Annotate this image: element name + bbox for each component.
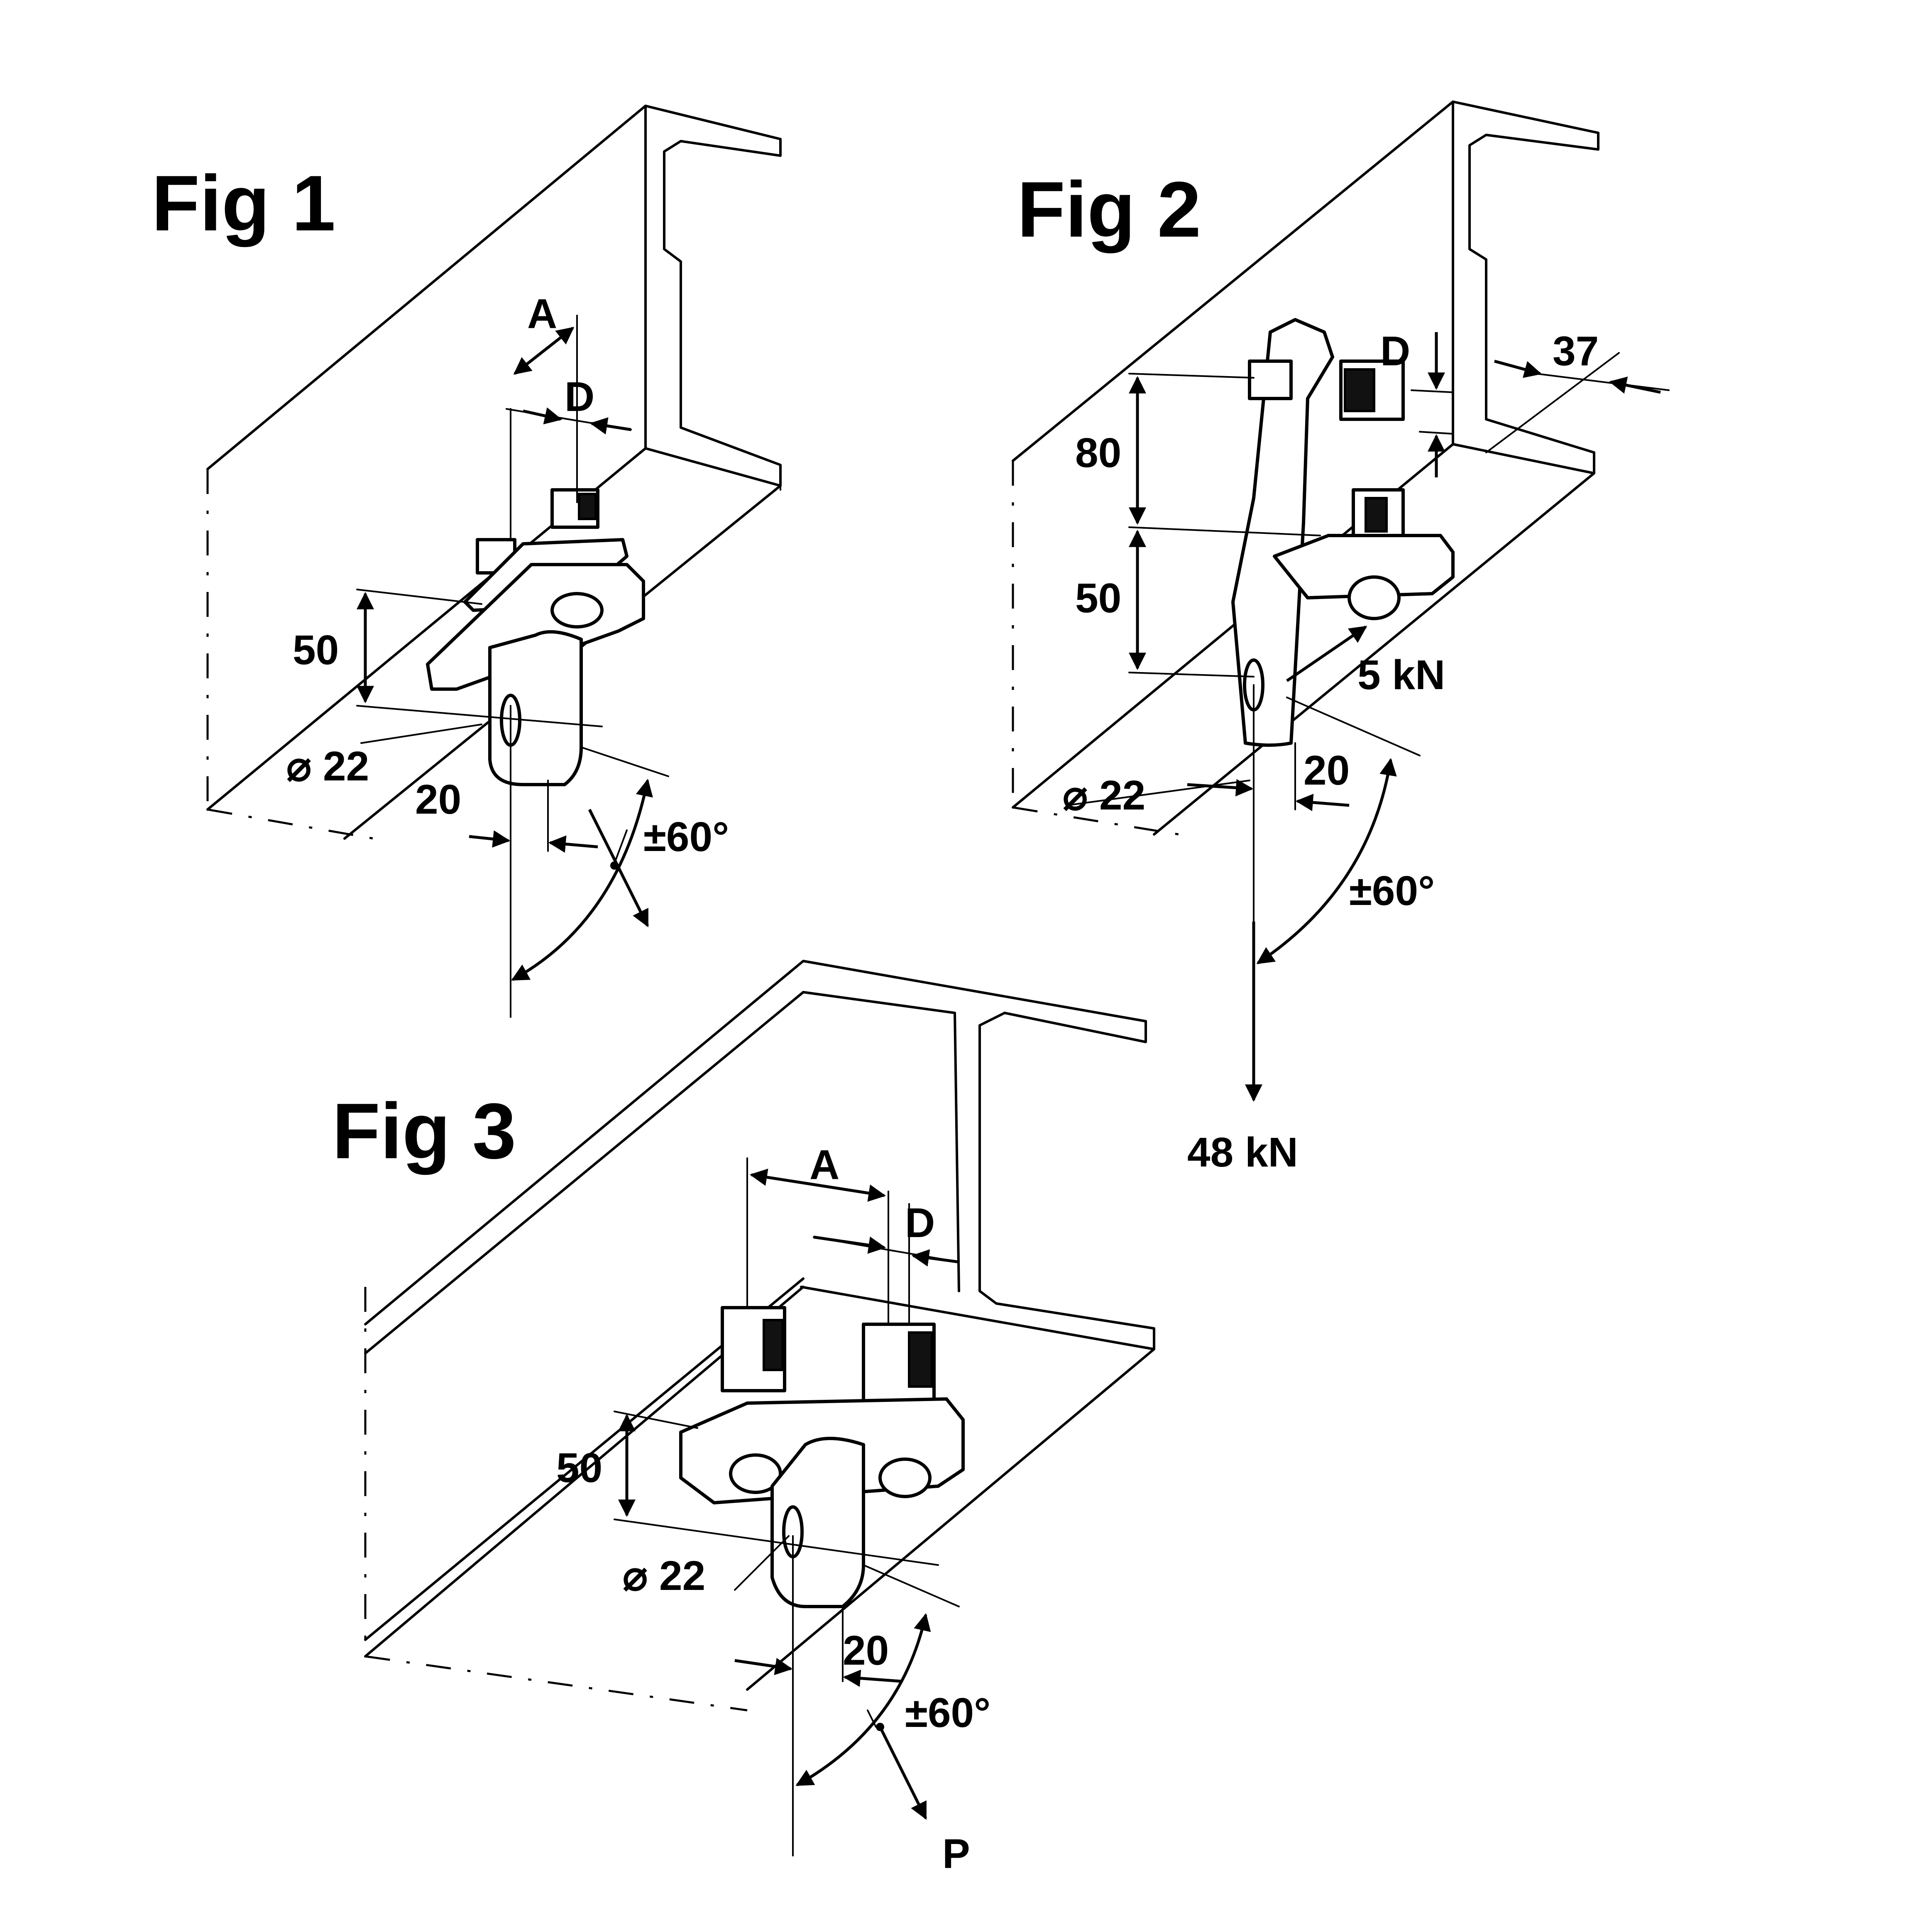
fig2-label-side-load: 5 kN — [1357, 652, 1445, 698]
fig3-label-height: 50 — [556, 1445, 602, 1491]
fig2-label-diameter: ⌀ 22 — [1063, 772, 1145, 819]
fig1-label-diameter: ⌀ 22 — [286, 743, 369, 790]
fig2-title: Fig 2 — [1017, 166, 1201, 254]
fig3-label-angle: ±60° — [905, 1690, 990, 1736]
figure-1: Fig 1 — [152, 105, 782, 1018]
fig2-label-lower: 50 — [1075, 575, 1121, 621]
fig2-label-angle: ±60° — [1349, 868, 1435, 914]
fig3-dimensions: A D 50 ⌀ 22 20 ±60° P — [556, 1142, 990, 1877]
fig2-dimensions: D 37 80 50 5 kN ⌀ 22 20 ±60° 48 kN — [1063, 328, 1670, 1176]
fig1-label-d: D — [565, 374, 594, 420]
fig1-bracket — [426, 488, 645, 786]
fig3-label-offset: 20 — [843, 1627, 889, 1674]
fig2-label-upper: 80 — [1075, 430, 1121, 476]
fig2-label-width: 37 — [1553, 328, 1599, 374]
fig1-dimensions: A D 50 ⌀ 22 20 ±60° — [286, 291, 729, 1018]
fig3-label-d: D — [905, 1200, 935, 1246]
fig1-label-offset: 20 — [415, 776, 461, 823]
fig2-arm-nut — [1248, 359, 1293, 400]
fig2-base-plate — [1273, 534, 1455, 599]
fig3-label-a: A — [809, 1142, 839, 1188]
fig2-beam — [1012, 100, 1599, 836]
fig3-title: Fig 3 — [332, 1087, 516, 1175]
figure-2: Fig 2 — [1012, 100, 1670, 1176]
fig3-lug — [770, 1437, 865, 1608]
fig2-arm — [1231, 318, 1334, 747]
fig3-label-force: P — [942, 1831, 970, 1877]
fig1-title: Fig 1 — [152, 159, 335, 247]
figure-3: Fig 3 — [332, 960, 1155, 1877]
fig2-label-d: D — [1380, 328, 1410, 374]
fig3-label-diameter: ⌀ 22 — [623, 1553, 705, 1599]
fig3-bracket — [679, 1306, 965, 1608]
fig2-label-load: 48 kN — [1187, 1129, 1298, 1176]
fig1-label-angle: ±60° — [643, 814, 729, 860]
fig2-bracket — [1231, 318, 1455, 747]
fig1-label-a: A — [527, 291, 557, 337]
fig2-label-offset: 20 — [1303, 747, 1350, 794]
fig1-label-height: 50 — [293, 627, 339, 673]
